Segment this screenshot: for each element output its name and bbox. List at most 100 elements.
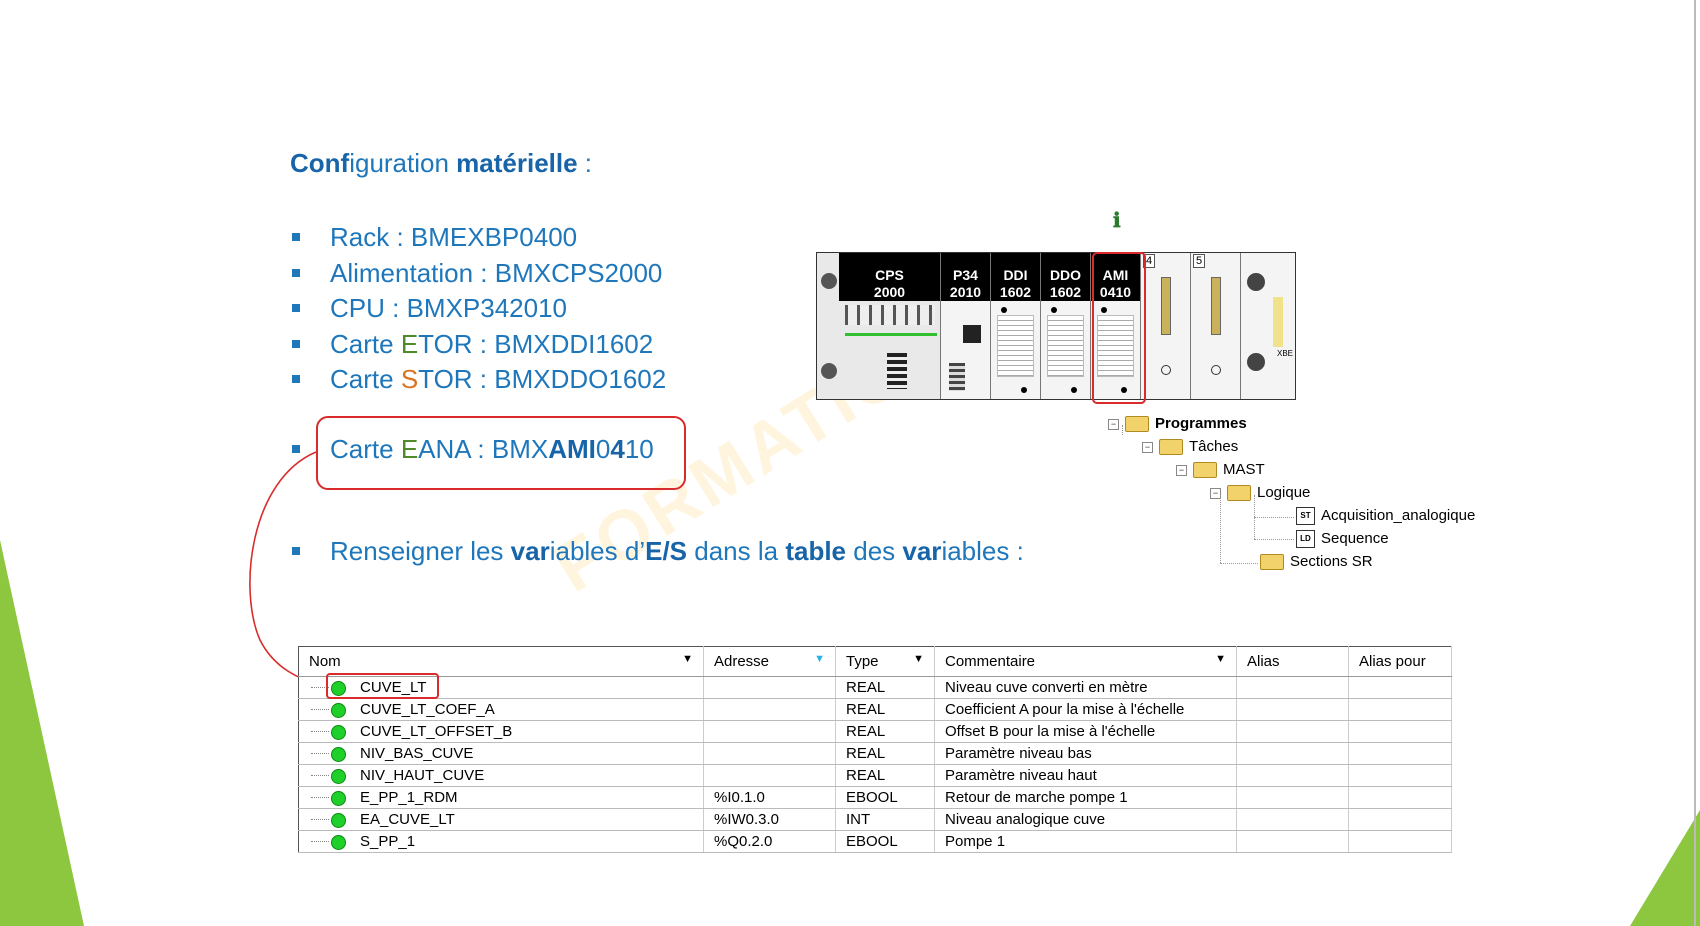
cell-alias-pour[interactable]	[1348, 830, 1452, 853]
collapse-icon[interactable]: −	[1176, 464, 1187, 476]
col-header-alias-pour[interactable]: Alias pour	[1348, 646, 1452, 677]
cell-nom[interactable]: CUVE_LT	[298, 676, 704, 699]
module-ddo[interactable]: 2 DDO1602	[1041, 253, 1091, 399]
folder-icon	[1125, 416, 1149, 433]
cell-adresse[interactable]	[703, 742, 836, 765]
cell-type[interactable]: EBOOL	[835, 786, 935, 809]
sort-arrow-icon[interactable]: ▼	[1215, 653, 1226, 665]
col-header-type[interactable]: Type▼	[835, 646, 935, 677]
sort-arrow-icon[interactable]: ▼	[682, 653, 693, 665]
cell-type[interactable]: REAL	[835, 742, 935, 765]
cell-adresse[interactable]: %Q0.2.0	[703, 830, 836, 853]
cell-type[interactable]: REAL	[835, 676, 935, 699]
collapse-icon[interactable]: −	[1210, 487, 1221, 499]
cell-adresse[interactable]: %I0.1.0	[703, 786, 836, 809]
tree-item-taches[interactable]: −Tâches	[1142, 436, 1238, 458]
module-ddi[interactable]: 1 DDI1602	[991, 253, 1041, 399]
cell-alias-pour[interactable]	[1348, 764, 1452, 787]
sort-arrow-icon[interactable]: ▼	[913, 653, 924, 665]
col-header-nom[interactable]: Nom▼	[298, 646, 704, 677]
module-cpu[interactable]: 0 P342010	[941, 253, 991, 399]
cell-commentaire[interactable]: Paramètre niveau haut	[934, 764, 1237, 787]
cell-alias[interactable]	[1236, 720, 1349, 743]
cell-nom[interactable]: NIV_BAS_CUVE	[298, 742, 704, 765]
info-icon[interactable]: ℹ	[1113, 210, 1121, 232]
list-item-rack: Rack : BMEXBP0400	[290, 220, 666, 256]
cell-alias[interactable]	[1236, 676, 1349, 699]
cell-adresse[interactable]	[703, 676, 836, 699]
cuve-lt-highlight-box	[326, 673, 439, 699]
cell-type[interactable]: INT	[835, 808, 935, 831]
slot-5-empty[interactable]: 5	[1191, 253, 1241, 399]
variable-status-icon	[331, 812, 346, 828]
list-item-etor: Carte ETOR : BMXDDI1602	[290, 327, 666, 363]
cell-commentaire[interactable]: Coefficient A pour la mise à l'échelle	[934, 698, 1237, 721]
folder-icon	[1260, 554, 1284, 571]
cell-alias[interactable]	[1236, 830, 1349, 853]
cell-commentaire[interactable]: Retour de marche pompe 1	[934, 786, 1237, 809]
rack-end: XBE	[1241, 253, 1295, 399]
col-header-adresse[interactable]: Adresse▼	[703, 646, 836, 677]
cell-alias-pour[interactable]	[1348, 698, 1452, 721]
cell-nom[interactable]: E_PP_1_RDM	[298, 786, 704, 809]
cell-alias[interactable]	[1236, 742, 1349, 765]
cell-alias-pour[interactable]	[1348, 786, 1452, 809]
cell-commentaire[interactable]: Paramètre niveau bas	[934, 742, 1237, 765]
cell-alias[interactable]	[1236, 786, 1349, 809]
variable-status-icon	[331, 768, 346, 784]
cell-commentaire[interactable]: Niveau analogique cuve	[934, 808, 1237, 831]
cell-type[interactable]: REAL	[835, 720, 935, 743]
col-header-commentaire[interactable]: Commentaire▼	[934, 646, 1237, 677]
cell-alias-pour[interactable]	[1348, 742, 1452, 765]
tree-item-mast[interactable]: −MAST	[1176, 459, 1265, 481]
cell-nom[interactable]: CUVE_LT_OFFSET_B	[298, 720, 704, 743]
cell-type[interactable]: REAL	[835, 698, 935, 721]
cell-alias-pour[interactable]	[1348, 720, 1452, 743]
module-ami[interactable]: 3 AMI0410	[1091, 253, 1141, 399]
cell-alias[interactable]	[1236, 808, 1349, 831]
cell-adresse[interactable]	[703, 720, 836, 743]
cell-alias[interactable]	[1236, 698, 1349, 721]
cell-alias[interactable]	[1236, 764, 1349, 787]
cell-type[interactable]: REAL	[835, 764, 935, 787]
tree-item-programmes[interactable]: −Programmes	[1108, 413, 1247, 435]
list-item-cpu: CPU : BMXP342010	[290, 291, 666, 327]
cell-nom[interactable]: CUVE_LT_COEF_A	[298, 698, 704, 721]
variable-status-icon	[331, 834, 346, 850]
cell-nom[interactable]: S_PP_1	[298, 830, 704, 853]
filter-arrow-icon[interactable]: ▼	[814, 653, 825, 665]
cell-commentaire[interactable]: Offset B pour la mise à l'échelle	[934, 720, 1237, 743]
collapse-icon[interactable]: −	[1108, 418, 1119, 430]
cell-alias-pour[interactable]	[1348, 808, 1452, 831]
list-item-eana: Carte EANA : BMXAMI0410	[290, 432, 654, 467]
slot-4-empty[interactable]: 4	[1141, 253, 1191, 399]
cell-type[interactable]: EBOOL	[835, 830, 935, 853]
st-section-icon: ST	[1296, 507, 1315, 526]
decorative-triangle-left	[0, 540, 84, 926]
cell-commentaire[interactable]: Pompe 1	[934, 830, 1237, 853]
variable-status-icon	[331, 680, 346, 696]
cell-adresse[interactable]	[703, 698, 836, 721]
cell-nom[interactable]: NIV_HAUT_CUVE	[298, 764, 704, 787]
cell-adresse[interactable]	[703, 764, 836, 787]
cell-nom[interactable]: EA_CUVE_LT	[298, 808, 704, 831]
tree-item-sections-sr[interactable]: Sections SR	[1260, 551, 1373, 573]
cell-alias-pour[interactable]	[1348, 676, 1452, 699]
col-header-alias[interactable]: Alias	[1236, 646, 1349, 677]
tree-item-logique[interactable]: −Logique	[1210, 482, 1310, 504]
cell-adresse[interactable]: %IW0.3.0	[703, 808, 836, 831]
list-item-renseigner: Renseigner les variables d’E/S dans la t…	[290, 534, 1024, 569]
collapse-icon[interactable]: −	[1142, 441, 1153, 453]
cell-commentaire[interactable]: Niveau cuve converti en mètre	[934, 676, 1237, 699]
